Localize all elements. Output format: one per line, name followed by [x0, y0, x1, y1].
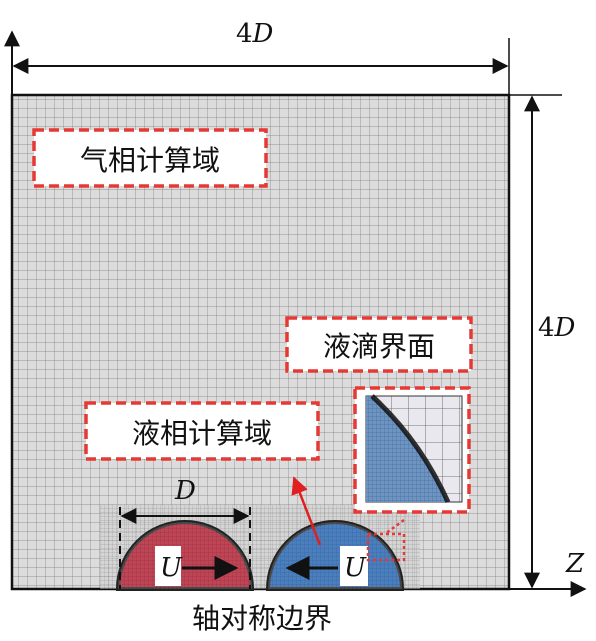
axis-boundary-label: 轴对称边界: [192, 602, 332, 635]
inset-interface-line: [370, 394, 451, 504]
gas-domain-label: 气相计算域: [80, 144, 220, 177]
interface-leader-line: [384, 518, 405, 536]
interface-highlight-box: [366, 532, 406, 562]
gas-domain-box: [32, 128, 268, 188]
top-dimension-label: 4D: [236, 19, 274, 49]
interface-zoom-inset: [353, 386, 471, 514]
velocity-label-left: U: [160, 553, 183, 583]
droplet-interface-label: 液滴界面: [323, 330, 435, 363]
liquid-domain-pointer: [291, 476, 322, 546]
right-droplet: U: [265, 520, 405, 591]
z-axis-label: Z: [565, 549, 585, 579]
velocity-label-bg-right: [340, 546, 368, 586]
liquid-domain-box: [84, 401, 320, 461]
velocity-label-right: U: [344, 553, 367, 583]
droplet-interface-box: [285, 316, 473, 373]
velocity-label-bg-left: [155, 546, 181, 586]
diameter-marker: D: [119, 476, 251, 589]
liquid-domain-label: 液相计算域: [132, 417, 272, 450]
diameter-label: D: [174, 476, 196, 506]
right-dimension-label: 4D: [538, 313, 576, 343]
